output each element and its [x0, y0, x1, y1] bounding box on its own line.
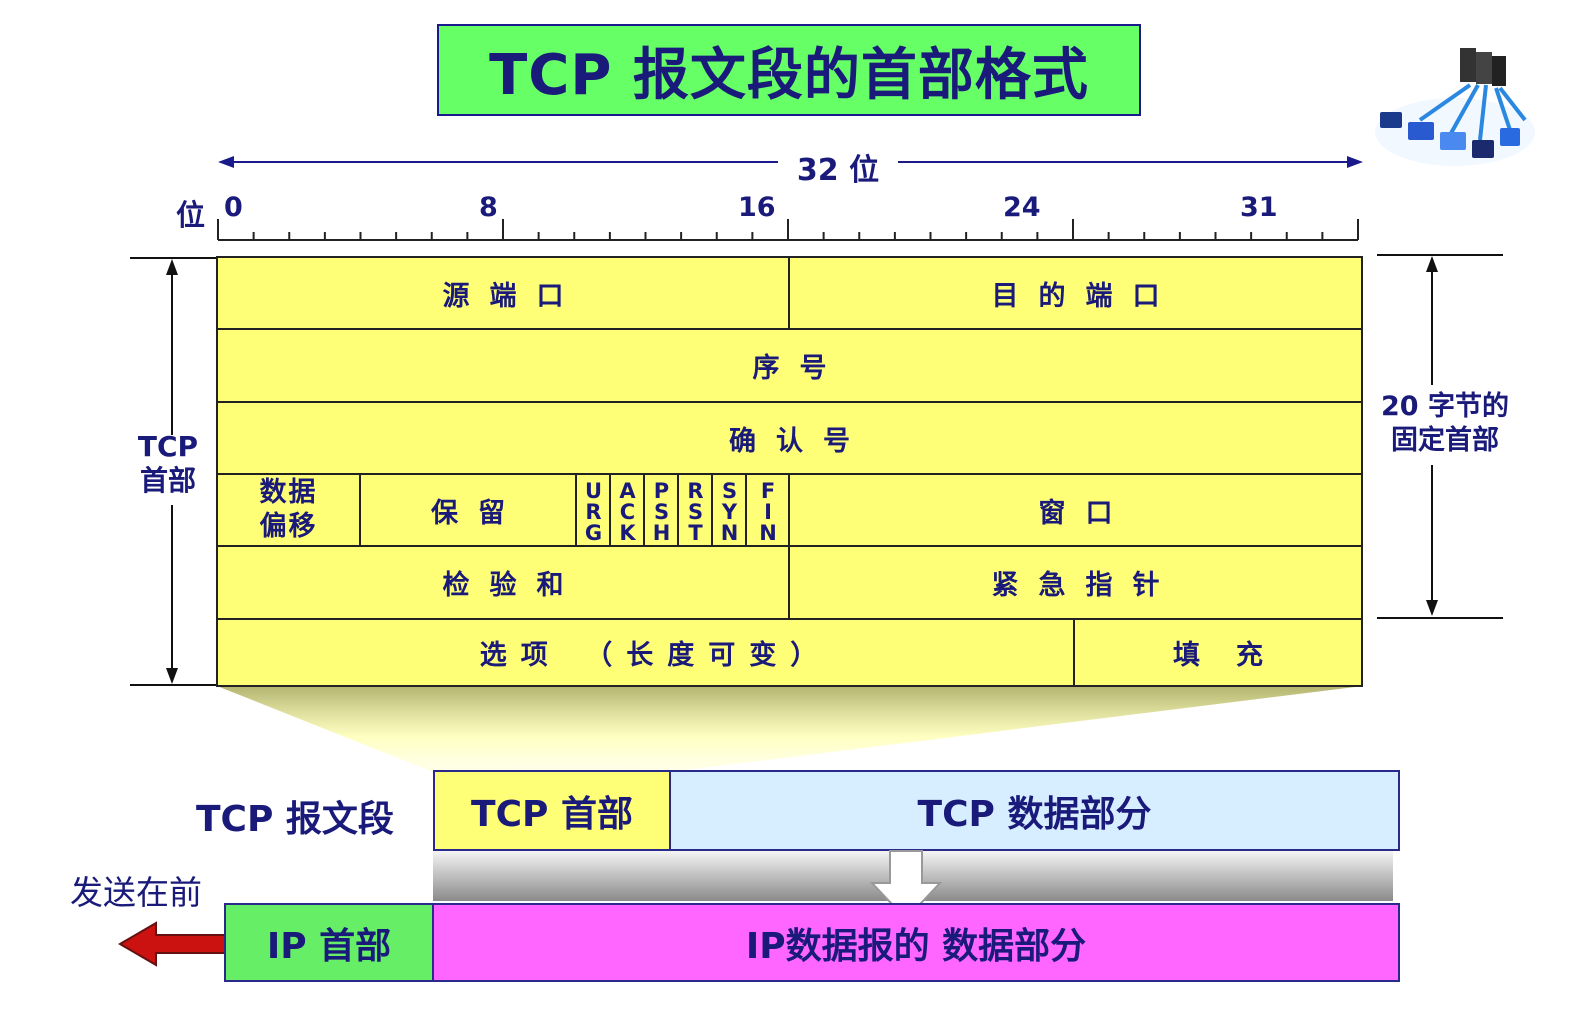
- flag-fin: FIN: [745, 473, 790, 547]
- data-offset-line: 数据: [259, 477, 318, 509]
- flag-psh: PSH: [643, 473, 679, 547]
- tick-label-31: 31: [1240, 192, 1278, 223]
- field-source-port: 源端口: [216, 256, 790, 330]
- ip-header: IP 首部: [224, 903, 434, 982]
- fixed-header-side-label: 20 字节的 固定首部: [1370, 390, 1520, 458]
- tick-label-16: 16: [738, 192, 776, 223]
- side-label-line: 20 字节的: [1381, 391, 1509, 422]
- width-label: 32 位: [796, 153, 880, 188]
- tick-label-24: 24: [1003, 192, 1041, 223]
- width-arrow: [218, 156, 1363, 168]
- tcp-header-side-label: TCP 首部: [128, 430, 208, 497]
- field-ack-number: 确认号: [216, 401, 1363, 475]
- field-urgent-pointer: 紧急指针: [788, 545, 1363, 620]
- field-sequence-number: 序号: [216, 328, 1363, 403]
- bit-ruler: [217, 219, 1359, 241]
- left-arrow-icon: [118, 921, 227, 967]
- flag-ack: ACK: [609, 473, 645, 547]
- flag-syn: SYN: [711, 473, 747, 547]
- tcp-segment-label: TCP 报文段: [196, 799, 394, 840]
- side-label-line: 固定首部: [1391, 424, 1499, 456]
- expansion-funnel: [217, 686, 1363, 772]
- tcp-header-table: 源端口 目的端口 序号 确认号 数据 偏移 保留 URG ACK PSH RST…: [216, 256, 1363, 687]
- ip-data: IP数据报的 数据部分: [432, 903, 1400, 982]
- tick-label-0: 0: [224, 192, 243, 223]
- tick-label-8: 8: [479, 192, 498, 223]
- field-options: 选项 （长度可变）: [216, 618, 1075, 687]
- send-first-label: 发送在前: [70, 873, 202, 912]
- side-label-line: 首部: [139, 463, 196, 497]
- field-data-offset: 数据 偏移: [216, 473, 361, 547]
- flag-urg: URG: [575, 473, 611, 547]
- network-icon: [1375, 48, 1535, 166]
- page-title: TCP 报文段的首部格式: [437, 24, 1141, 116]
- field-window: 窗口: [788, 473, 1363, 547]
- left-bracket: [130, 257, 217, 686]
- flag-rst: RST: [677, 473, 713, 547]
- down-arrow-icon: [869, 850, 943, 921]
- segment-tcp-header: TCP 首部: [433, 770, 671, 851]
- field-destination-port: 目的端口: [788, 256, 1363, 330]
- data-offset-line: 偏移: [259, 511, 318, 542]
- segment-tcp-data: TCP 数据部分: [669, 770, 1400, 851]
- field-padding: 填充: [1073, 618, 1363, 687]
- side-label-line: TCP: [137, 430, 199, 463]
- field-reserved: 保留: [359, 473, 577, 547]
- bit-axis-label: 位: [176, 198, 206, 232]
- right-bracket: [1377, 254, 1503, 619]
- field-checksum: 检验和: [216, 545, 790, 620]
